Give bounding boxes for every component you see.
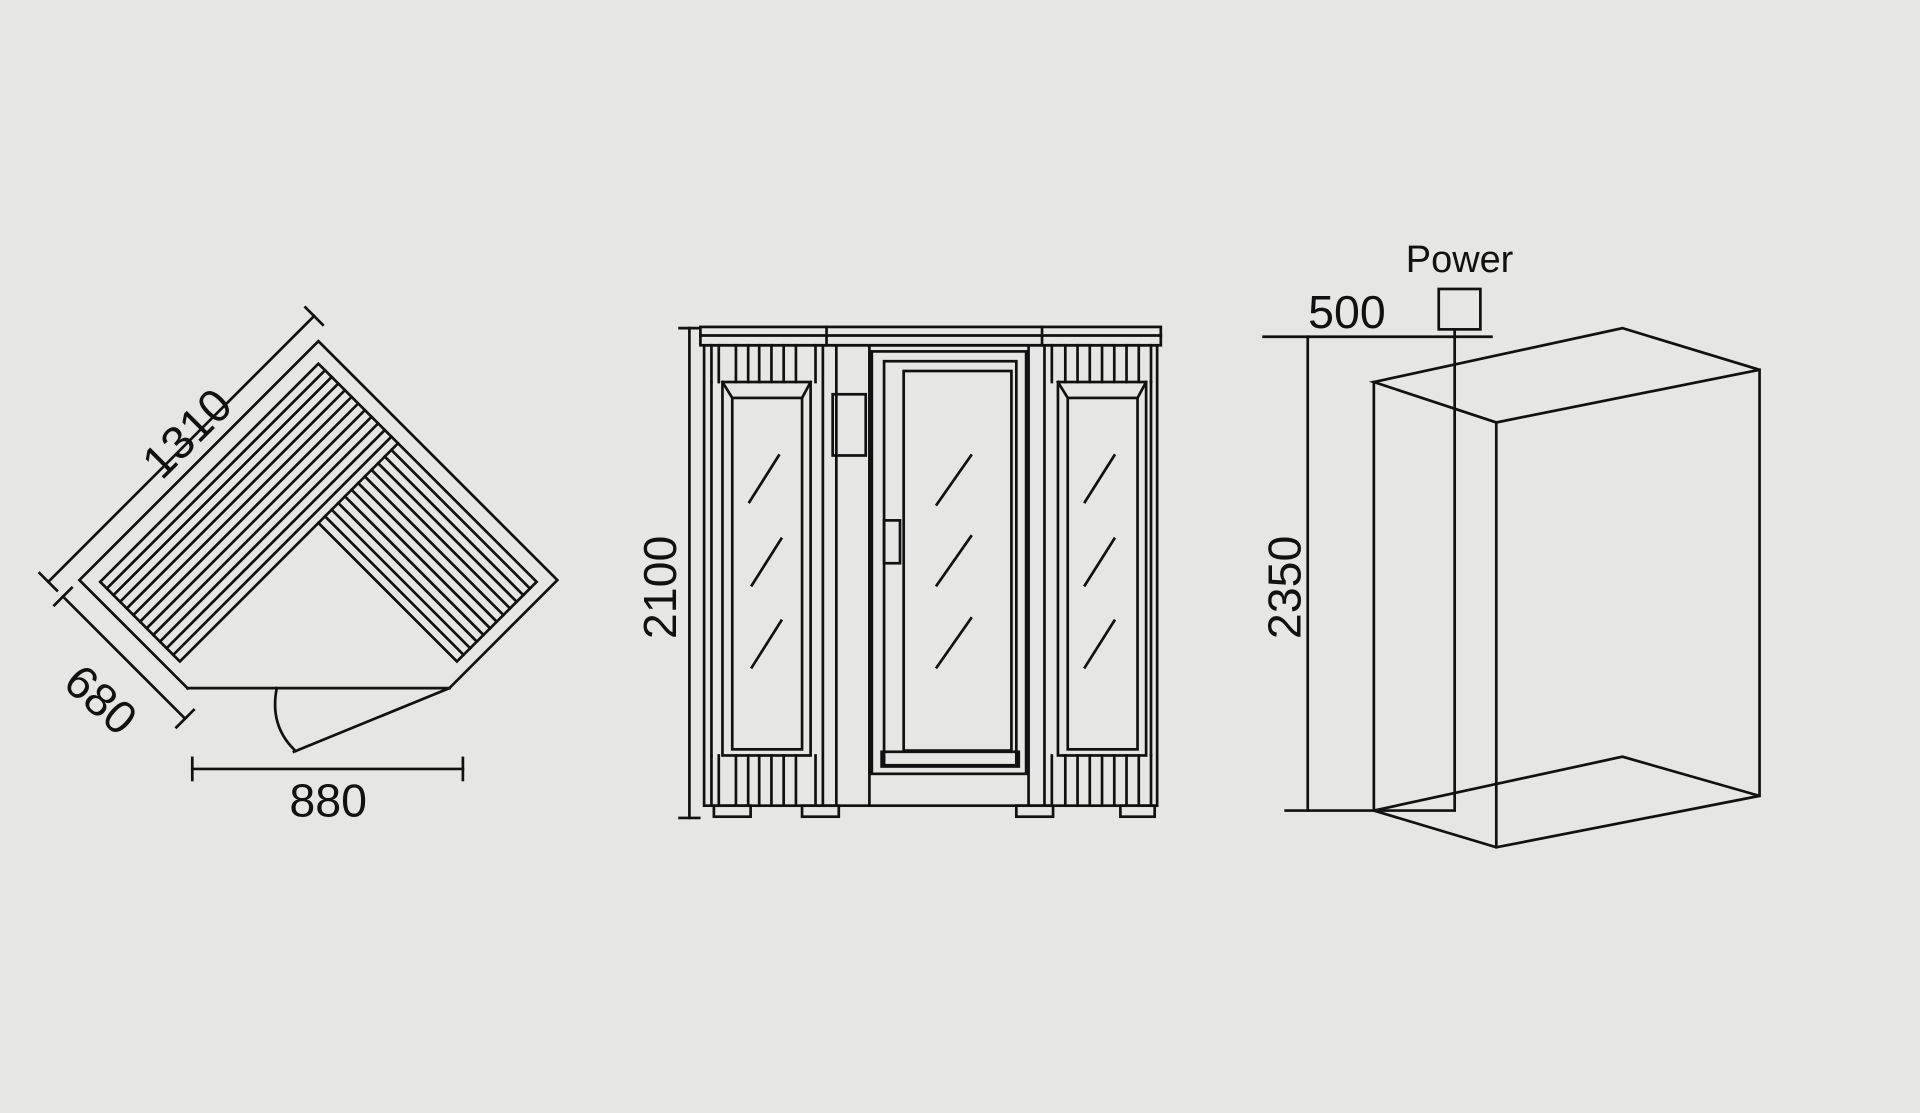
bench-slat bbox=[124, 388, 347, 611]
bench-slat bbox=[343, 494, 486, 637]
dimension-label-2350: 2350 bbox=[1258, 536, 1310, 639]
bench-slat bbox=[151, 414, 374, 637]
dimension-label-2100: 2100 bbox=[634, 536, 686, 639]
door-handle bbox=[882, 519, 902, 565]
dimension-label-500: 500 bbox=[1308, 286, 1386, 338]
bench-slat bbox=[329, 507, 473, 651]
bench-slat bbox=[144, 408, 367, 631]
bench-slat bbox=[389, 448, 532, 591]
bench-slat bbox=[118, 381, 341, 604]
bench-slat bbox=[171, 434, 394, 657]
bench-slat bbox=[356, 481, 499, 624]
bench-slat bbox=[349, 487, 493, 631]
bench-slat bbox=[376, 461, 519, 604]
control-panel-box bbox=[831, 392, 868, 457]
right-window-glass bbox=[1066, 396, 1139, 751]
cabin-body bbox=[702, 343, 1159, 808]
bench-slat bbox=[138, 401, 361, 624]
left-window-glass bbox=[730, 396, 804, 751]
top-view-plan: 1310 680 880 bbox=[37, 305, 560, 827]
clearance-box-view: Power 500 2350 bbox=[1258, 239, 1761, 849]
bench-slat bbox=[336, 501, 479, 644]
dimension-label-880: 880 bbox=[289, 775, 367, 827]
door-angle-arc bbox=[273, 686, 296, 752]
bench-slat bbox=[369, 467, 512, 611]
bench-slat bbox=[164, 428, 387, 651]
door-glass bbox=[902, 369, 1013, 752]
cabin-feet bbox=[712, 804, 1157, 819]
power-label: Power bbox=[1406, 239, 1514, 281]
cabin-box-outline bbox=[1368, 326, 1761, 849]
left-window-frame bbox=[721, 380, 812, 757]
front-view-elevation: 2100 bbox=[634, 325, 1163, 820]
outer-wall-outline bbox=[77, 339, 560, 691]
bench-slat bbox=[382, 454, 526, 598]
bench-slat bbox=[362, 474, 506, 617]
glass-reflection-marks bbox=[747, 453, 1117, 670]
power-outlet-icon bbox=[1437, 287, 1482, 331]
bench-slat bbox=[104, 368, 327, 591]
door-swing-line bbox=[292, 686, 452, 754]
dimension-line-680 bbox=[52, 585, 196, 730]
wall-slats bbox=[710, 343, 1153, 808]
dimension-line-1310 bbox=[37, 305, 325, 593]
right-window-frame bbox=[1056, 380, 1148, 757]
bench-slats bbox=[104, 368, 532, 657]
dimension-line-2100 bbox=[678, 326, 701, 820]
bench-slat bbox=[158, 421, 381, 644]
door-sill bbox=[880, 750, 1021, 768]
door-frame bbox=[870, 350, 1028, 776]
bench-slat bbox=[131, 394, 354, 617]
dimension-line-880 bbox=[190, 756, 465, 782]
bench-slat bbox=[111, 375, 334, 598]
bench-slat bbox=[323, 514, 466, 657]
